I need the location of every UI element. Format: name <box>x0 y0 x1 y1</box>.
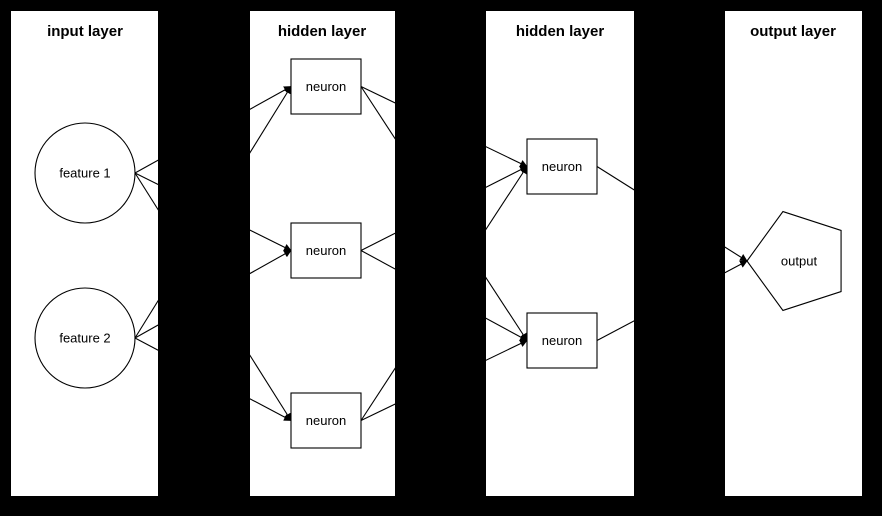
edge-h1n2-to-h2n2 <box>360 250 528 341</box>
node-shape-h2n1[interactable] <box>526 138 598 195</box>
node-label-h1n1: neuron <box>306 79 346 94</box>
node-shape-feature1[interactable] <box>34 122 136 224</box>
node-shape-h2n2[interactable] <box>526 312 598 369</box>
edge-feature2-to-h1n2 <box>134 250 292 339</box>
node-label-h2n1: neuron <box>542 159 582 174</box>
edge-h1n1-to-h2n2 <box>360 86 528 342</box>
node-shape-h1n3[interactable] <box>290 392 362 449</box>
node-shape-h1n2[interactable] <box>290 222 362 279</box>
edge-feature1-to-h1n1 <box>134 86 292 174</box>
node-label-h1n2: neuron <box>306 243 346 258</box>
edge-h1n1-to-h2n1 <box>360 86 528 167</box>
layer-titles: input layer hidden layer hidden layer outpu… <box>47 23 836 40</box>
edge-feature1-to-h1n3 <box>134 172 292 422</box>
layer-title-hidden2: hidden layer <box>516 23 605 40</box>
node-shape-h1n1[interactable] <box>290 58 362 115</box>
layer-nodes: feature 1 feature 2 neuron neuron neuron neur… <box>34 58 842 449</box>
node-shape-out1[interactable] <box>746 210 842 312</box>
layer-title-hidden1: hidden layer <box>278 23 367 40</box>
node-label-feature1: feature 1 <box>59 165 110 180</box>
edge-h2n2-to-out1 <box>596 260 748 341</box>
edge-feature2-to-h1n3 <box>134 337 292 421</box>
layer-title-input: input layer <box>47 23 123 40</box>
node-label-feature2: feature 2 <box>59 330 110 345</box>
edge-h1n2-to-h2n1 <box>360 166 528 251</box>
connection-edges <box>134 85 748 422</box>
edge-h2n1-to-out1 <box>596 166 748 262</box>
layer-panel-input <box>11 11 158 496</box>
node-label-out1: output <box>781 253 818 268</box>
node-label-h2n2: neuron <box>542 333 582 348</box>
edge-h1n3-to-h2n1 <box>360 165 528 421</box>
layer-title-output: output layer <box>750 23 836 40</box>
node-label-h1n3: neuron <box>306 413 346 428</box>
node-shape-feature2[interactable] <box>34 287 136 389</box>
layer-panel-hidden2 <box>486 11 634 496</box>
edge-feature2-to-h1n1 <box>134 85 292 339</box>
edge-h1n3-to-h2n2 <box>360 340 528 421</box>
